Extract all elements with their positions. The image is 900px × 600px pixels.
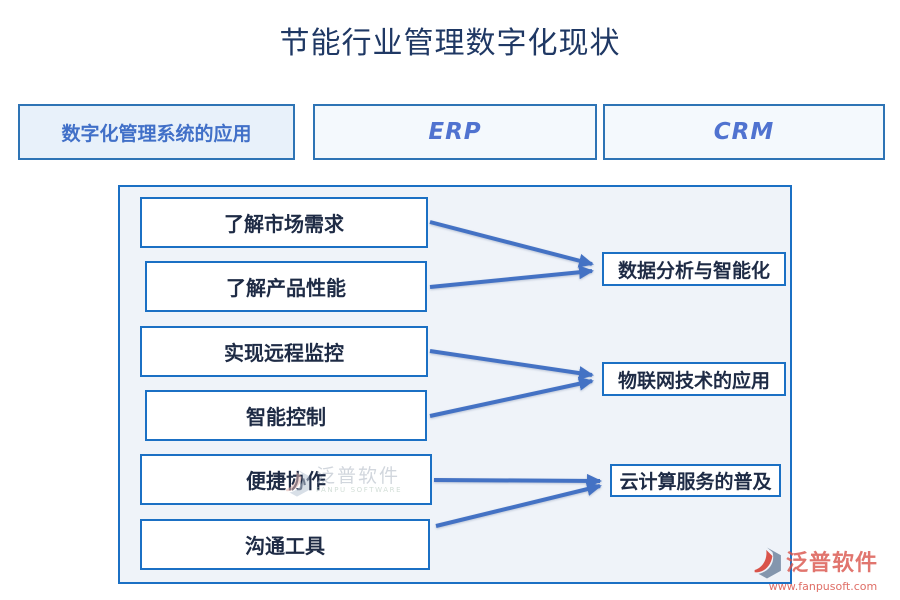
flow-node-market-demand: 了解市场需求 <box>140 197 428 248</box>
node-label: 沟通工具 <box>245 534 325 558</box>
page-title: 节能行业管理数字化现状 <box>279 26 621 61</box>
brand-website: www.fanpusoft.com <box>768 580 878 593</box>
flow-node-data-analysis: 数据分析与智能化 <box>602 252 786 286</box>
flow-node-convenient-collaboration: 便捷协作 <box>140 454 432 505</box>
flow-node-intelligent-control: 智能控制 <box>145 390 427 441</box>
node-label: 了解市场需求 <box>224 212 344 236</box>
fanpu-logo-icon <box>754 547 781 579</box>
flow-node-product-performance: 了解产品性能 <box>145 261 427 312</box>
top-box-label: CRM <box>713 119 775 145</box>
brand-name: 泛普软件 <box>786 550 879 576</box>
node-label: 便捷协作 <box>246 469 326 493</box>
node-label: 实现远程监控 <box>224 341 344 365</box>
top-box-label: ERP <box>428 119 482 145</box>
top-box-crm: CRM <box>603 104 885 160</box>
flow-node-cloud-services: 云计算服务的普及 <box>610 464 781 497</box>
flow-node-iot-application: 物联网技术的应用 <box>602 362 786 396</box>
flow-node-remote-monitoring: 实现远程监控 <box>140 326 428 377</box>
top-box-digital-management: 数字化管理系统的应用 <box>18 104 295 160</box>
top-box-erp: ERP <box>313 104 597 160</box>
node-label: 智能控制 <box>246 405 326 429</box>
node-label: 了解产品性能 <box>226 276 346 300</box>
node-label: 数据分析与智能化 <box>617 259 770 282</box>
node-label: 云计算服务的普及 <box>619 471 772 493</box>
node-label: 物联网技术的应用 <box>617 369 770 392</box>
top-box-label: 数字化管理系统的应用 <box>61 122 252 145</box>
flow-node-communication-tools: 沟通工具 <box>140 519 430 570</box>
brand-footer: 泛普软件 www.fanpusoft.com <box>750 546 896 593</box>
